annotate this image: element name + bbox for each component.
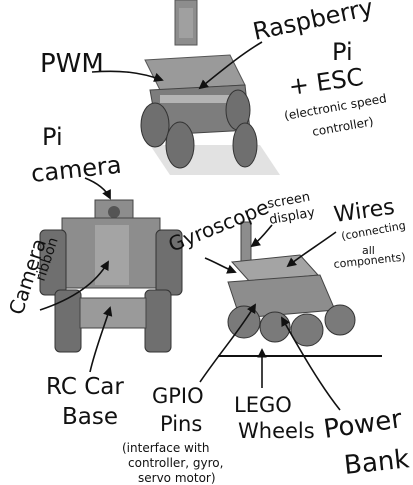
label-gpio-1: GPIO [152,384,204,408]
label-gpio-note-3: servo motor) [138,471,216,485]
label-gyroscope: Gyroscope [165,195,272,257]
label-pi-camera-1: Pi [42,123,63,151]
arrow-gpio [200,305,255,382]
label-power-1: Power [322,404,404,445]
label-gpio-note-2: controller, gyro, [128,456,223,470]
top-view-mast-inner [179,8,193,38]
top-view-upper-frame [145,55,245,90]
label-gpio-2: Pins [160,412,202,436]
top-view-wheel-left-rear [141,103,169,147]
iso-view [218,222,382,356]
arrow-gyroscope [205,258,235,272]
label-lego-1: LEGO [234,393,292,417]
label-gpio-note-1: (interface with [122,441,209,455]
iso-view-wheel-4 [325,305,355,335]
front-view-base [80,298,146,328]
front-view [40,200,182,352]
front-view-wheel-left-front [55,290,81,352]
iso-view-wheel-2 [260,312,290,342]
front-view-wheel-right-front [145,290,171,352]
front-view-ribbon [95,225,129,285]
label-lego-2: Wheels [238,419,315,443]
label-raspberry: Raspberry [250,0,375,46]
front-view-lens [108,206,120,218]
top-view-wheel-right-front [233,123,257,167]
label-esc-note-2: controller) [311,114,374,139]
label-rc-car-1: RC Car [46,374,124,400]
label-pi-camera-2: camera [30,151,123,188]
arrow-screen [252,225,272,246]
arrow-wires [288,232,336,266]
top-view-wheel-left-front [166,122,194,168]
label-pwm: PWM [40,49,104,79]
label-power-2: Bank [343,444,411,481]
label-rc-car-2: Base [62,404,118,430]
label-pi: Pi [332,38,353,66]
label-esc: + ESC [287,63,365,101]
label-wires-note-3: components) [333,251,406,271]
